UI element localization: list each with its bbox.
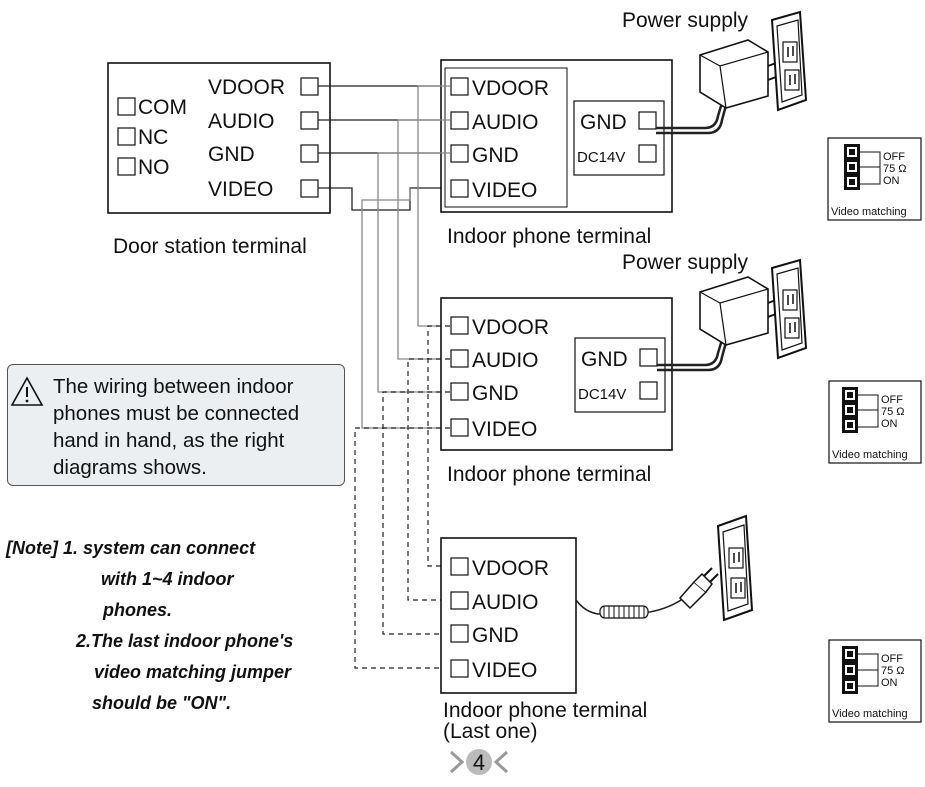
indoor3-caption: Indoor phone terminal <box>443 699 647 722</box>
jumper1-off: OFF <box>883 151 905 163</box>
wall-outlet-icon <box>716 514 754 622</box>
indoor1-terminal-gnd <box>450 144 469 163</box>
indoor1-label-power-gnd: GND <box>580 111 627 134</box>
jumper2-off: OFF <box>881 394 903 406</box>
jumper2-label: Video matching <box>832 449 908 461</box>
jumper1-ohm: 75 Ω <box>883 163 907 175</box>
indoor2-label-power-gnd: GND <box>581 348 628 371</box>
indoor1-label-video: VIDEO <box>472 179 537 202</box>
door-label-gnd: GND <box>208 143 255 166</box>
door-terminal-gnd <box>300 144 319 163</box>
door-to-indoor1-wires <box>318 85 450 211</box>
indoor1-terminal-video <box>450 179 469 198</box>
door-label-no: NO <box>138 156 170 179</box>
video-matching-jumper-3: OFF 75 Ω ON Video matching <box>828 639 922 723</box>
indoor3-terminal-audio <box>450 591 469 610</box>
jumper3-off: OFF <box>881 653 903 665</box>
wall-outlet-icon <box>770 258 808 360</box>
indoor3-label-vdoor: VDOOR <box>472 557 549 580</box>
chevron-left-icon <box>493 750 509 774</box>
indoor2-label-video: VIDEO <box>472 418 537 441</box>
note-line-1: [Note] 1. system can connect <box>6 538 256 558</box>
door-station-caption: Door station terminal <box>113 235 307 258</box>
jumper3-ohm: 75 Ω <box>881 665 905 677</box>
door-terminal-vdoor <box>300 77 319 96</box>
chevron-right-icon <box>449 750 465 774</box>
door-terminal-no <box>117 157 136 176</box>
indoor2-label-audio: AUDIO <box>472 349 539 372</box>
indoor3-terminal-video <box>450 659 469 678</box>
indoor2-terminal-dc14v <box>639 381 658 400</box>
indoor1-label-vdoor: VDOOR <box>472 77 549 100</box>
indoor2-label-vdoor: VDOOR <box>472 316 549 339</box>
power-adapter-icon <box>699 276 777 346</box>
indoor1-terminal-power-gnd <box>638 111 657 130</box>
indoor2-label-gnd: GND <box>472 382 519 405</box>
indoor1-terminal-dc14v <box>638 144 657 163</box>
warning-icon <box>10 376 44 406</box>
door-terminal-video <box>300 179 319 198</box>
power-supply-label-2: Power supply <box>622 251 749 274</box>
wall-outlet-icon <box>770 10 808 112</box>
door-terminal-com <box>117 97 136 116</box>
indoor2-terminal-power-gnd <box>639 348 658 367</box>
indoor2-to-indoor3-wires <box>354 325 450 669</box>
indoor3-label-video: VIDEO <box>472 659 537 682</box>
indoor1-label-audio: AUDIO <box>472 111 539 134</box>
warning-box: The wiring between indoor phones must be… <box>7 364 345 486</box>
power-plug-icon <box>678 567 719 610</box>
door-label-com: COM <box>138 96 187 119</box>
door-station-box <box>107 62 331 214</box>
jumper1-label: Video matching <box>831 206 907 218</box>
indoor2-caption: Indoor phone terminal <box>447 463 651 486</box>
indoor1-terminal-audio <box>450 111 469 130</box>
indoor1-inner <box>444 67 568 208</box>
indoor2-terminal-video <box>450 418 469 437</box>
note-line-5: video matching jumper <box>94 662 292 682</box>
power-supply-label-1: Power supply <box>622 9 749 32</box>
jumper3-label: Video matching <box>832 708 908 720</box>
indoor3-terminal-vdoor <box>450 557 469 576</box>
indoor1-label-dc14v: DC14V <box>577 149 625 166</box>
page-number-text: 4 <box>473 750 485 775</box>
cord-coil-icon <box>599 605 649 619</box>
indoor1-power-cable <box>656 95 726 130</box>
jumper2-on: ON <box>881 418 898 430</box>
door-label-video: VIDEO <box>208 178 273 201</box>
indoor1-caption: Indoor phone terminal <box>447 225 651 248</box>
note-line-6: should be "ON". <box>92 693 232 713</box>
video-matching-jumper-1: OFF 75 Ω ON Video matching <box>827 137 922 221</box>
note-line-3: phones. <box>103 600 173 620</box>
indoor3-caption-last: (Last one) <box>443 720 538 743</box>
door-terminal-audio <box>300 111 319 130</box>
jumper3-on: ON <box>881 677 898 689</box>
indoor3-label-audio: AUDIO <box>472 591 539 614</box>
door-terminal-nc <box>117 127 136 146</box>
door-label-vdoor: VDOOR <box>208 76 285 99</box>
door-label-audio: AUDIO <box>208 110 275 133</box>
note-line-4: 2.The last indoor phone's <box>76 631 294 651</box>
indoor2-label-dc14v: DC14V <box>578 386 626 403</box>
page-number-badge <box>466 749 492 775</box>
video-matching-jumper-2: OFF 75 Ω ON Video matching <box>828 380 922 464</box>
indoor2-terminal-gnd <box>450 382 469 401</box>
jumper1-on: ON <box>883 175 900 187</box>
warning-text: The wiring between indoor phones must be… <box>53 375 300 479</box>
indoor1-terminal-vdoor <box>450 77 469 96</box>
page-number: 4 <box>449 749 509 775</box>
indoor3-terminal-gnd <box>450 624 469 643</box>
indoor1-label-gnd: GND <box>472 144 519 167</box>
wire-video-1 <box>318 187 450 211</box>
indoor1-to-indoor2-wires <box>361 85 450 429</box>
note-line-2: with 1~4 indoor <box>101 569 234 589</box>
indoor2-terminal-audio <box>450 349 469 368</box>
power-adapter-icon <box>699 39 777 109</box>
indoor3-label-gnd: GND <box>472 624 519 647</box>
jumper2-ohm: 75 Ω <box>881 406 905 418</box>
indoor2-terminal-vdoor <box>450 316 469 335</box>
note-block: [Note] 1. system can connect with 1~4 in… <box>6 533 346 719</box>
indoor2-power-cable <box>657 332 726 367</box>
door-label-nc: NC <box>138 126 168 149</box>
